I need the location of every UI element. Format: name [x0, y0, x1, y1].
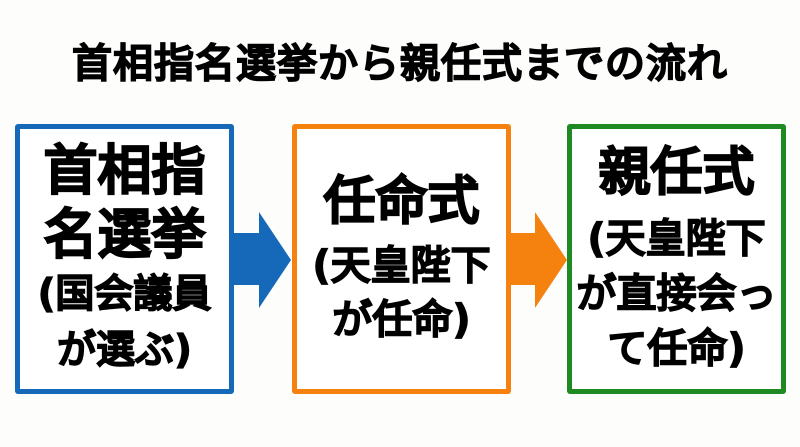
step-heading: 任命式	[323, 171, 481, 233]
step-description: が直接会っ	[576, 270, 777, 317]
step-heading: 親任式	[598, 142, 756, 204]
arrow-right-icon	[508, 212, 567, 308]
step-description: が選ぶ)	[56, 327, 192, 373]
step-box-appointment-ceremony: 任命式 (天皇陛下 が任命)	[292, 124, 511, 394]
step-description: (国会議員	[37, 271, 212, 317]
step-box-prime-minister-election: 首相指 名選挙 (国会議員 が選ぶ)	[15, 124, 234, 394]
step-box-attestation-ceremony: 親任式 (天皇陛下 が直接会っ て任命)	[567, 124, 786, 394]
step-description: が任命)	[332, 296, 471, 343]
step-description: て任命)	[607, 325, 746, 372]
step-heading: 首相指	[43, 138, 207, 203]
diagram-title: 首相指名選挙から親任式までの流れ	[71, 40, 728, 87]
step-description: (天皇陛下	[312, 242, 491, 289]
step-description: (天皇陛下	[587, 215, 766, 262]
step-heading: 名選挙	[43, 202, 207, 267]
arrow-right-icon	[231, 212, 291, 308]
